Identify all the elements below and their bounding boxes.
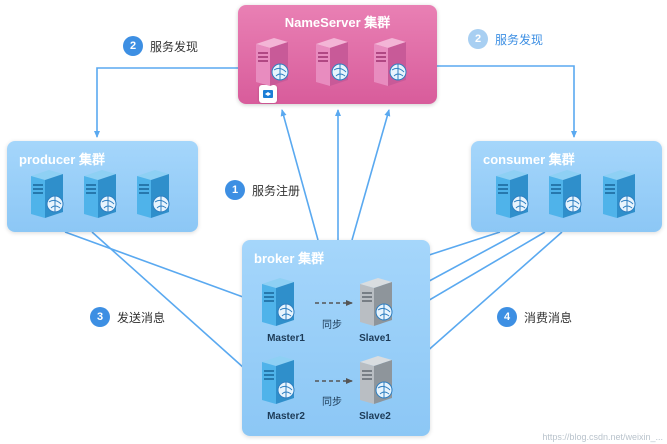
arrow-consume-slave2: [406, 231, 563, 370]
step-discover-left-number: 2: [123, 36, 143, 56]
app-badge-icon: [259, 85, 277, 103]
step-register-number: 1: [225, 180, 245, 200]
step-discover-left-label: 服务发现: [150, 39, 199, 54]
broker-cluster: broker 集群: [242, 240, 430, 436]
sync-label-2: 同步: [322, 397, 342, 408]
arrow-register-3: [351, 109, 391, 241]
slave1-label: Slave1: [359, 333, 391, 344]
master1-label: Master1: [267, 333, 305, 344]
step-discover-right: 2 服务发现: [468, 29, 543, 49]
arrow-send-master1: [64, 231, 255, 302]
ns-server-1-icon: [250, 36, 294, 88]
slave2-label: Slave2: [359, 411, 391, 422]
step-consume: 4 消费消息: [497, 307, 572, 327]
consumer-server-2-icon: [543, 168, 587, 220]
arrow-send-master2: [91, 231, 255, 378]
arrow-discover-consumer: [437, 65, 577, 138]
consumer-server-3-icon: [597, 168, 641, 220]
nameserver-cluster-title: NameServer 集群: [284, 15, 391, 30]
consumer-cluster-title: consumer 集群: [483, 152, 575, 167]
step-consume-number: 4: [497, 307, 517, 327]
producer-server-1-icon: [25, 168, 69, 220]
step-send-label: 发送消息: [117, 310, 166, 325]
consumer-server-1-icon: [490, 168, 534, 220]
arrow-discover-producer: [94, 67, 238, 138]
step-register: 1 服务注册: [225, 180, 300, 200]
broker-cluster-title: broker 集群: [254, 251, 325, 266]
step-discover-right-number: 2: [468, 29, 488, 49]
sync-label-1: 同步: [322, 320, 342, 331]
step-send: 3 发送消息: [90, 307, 165, 327]
producer-server-2-icon: [78, 168, 122, 220]
step-send-number: 3: [90, 307, 110, 327]
step-consume-label: 消费消息: [524, 310, 573, 325]
master2-label: Master2: [267, 411, 305, 422]
step-discover-right-label: 服务发现: [495, 32, 544, 47]
watermark: https://blog.csdn.net/weixin_...: [542, 432, 663, 442]
step-register-label: 服务注册: [252, 183, 301, 198]
master2-server-icon: [256, 354, 300, 406]
producer-server-3-icon: [131, 168, 175, 220]
ns-server-2-icon: [310, 36, 354, 88]
step-discover-left: 2 服务发现: [123, 36, 198, 56]
arrow-register-1: [280, 109, 319, 241]
ns-server-3-icon: [368, 36, 412, 88]
slave2-server-icon: [354, 354, 398, 406]
master1-server-icon: [256, 276, 300, 328]
producer-cluster-title: producer 集群: [19, 152, 105, 167]
slave1-server-icon: [354, 276, 398, 328]
